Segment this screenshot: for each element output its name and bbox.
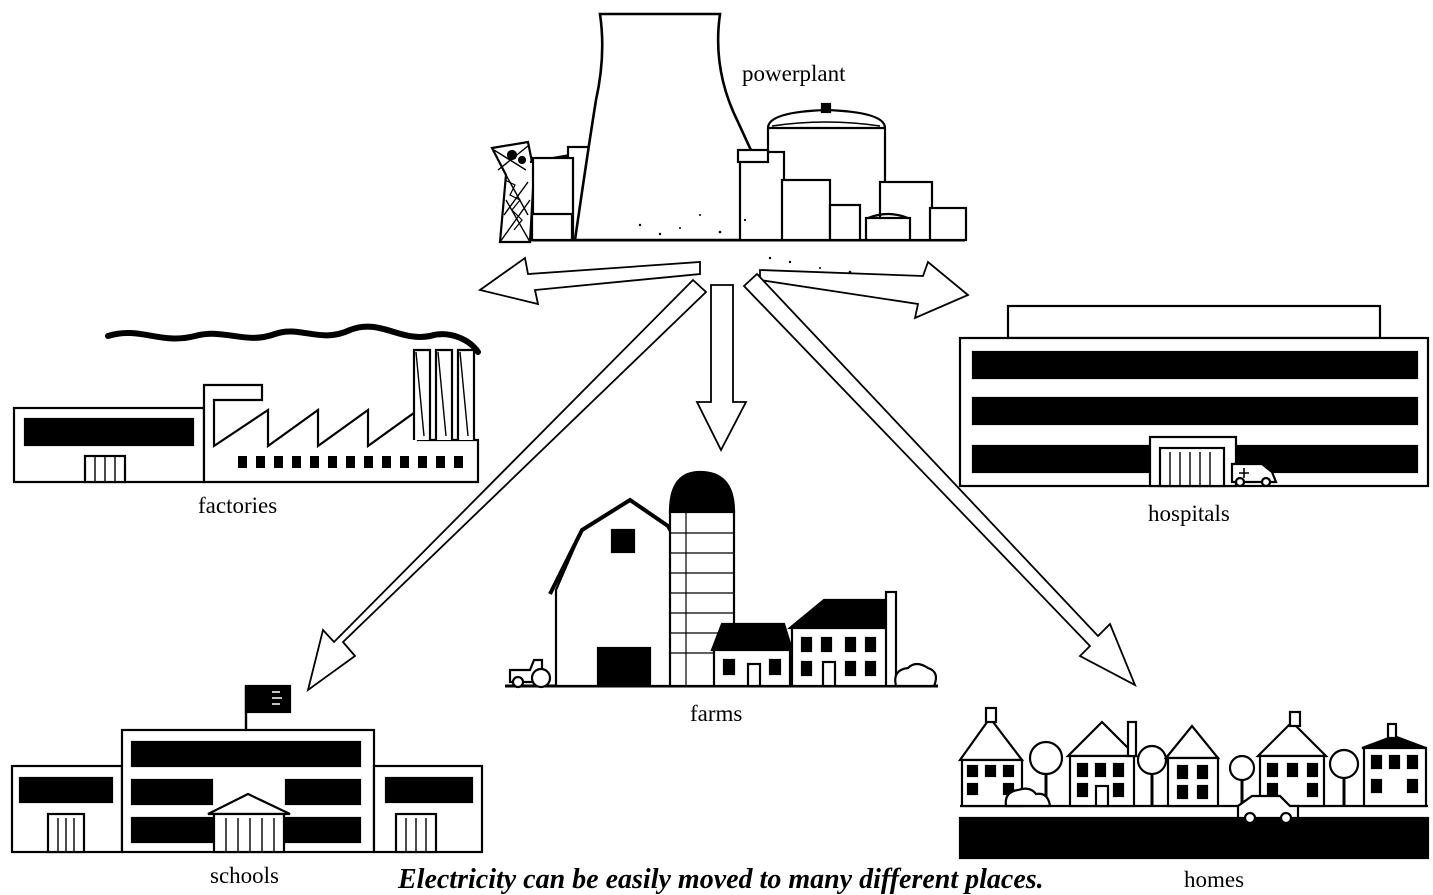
distribution-arrows[interactable] xyxy=(306,256,1137,693)
hospital-illustration xyxy=(958,304,1430,488)
label-schools: schools xyxy=(210,863,279,888)
label-powerplant: powerplant xyxy=(742,61,846,86)
tree-1 xyxy=(1028,740,1064,806)
ambulance xyxy=(1230,462,1278,488)
factory-illustration xyxy=(12,323,481,484)
arrow-to-factories[interactable] xyxy=(477,256,701,306)
label-homes: homes xyxy=(1184,867,1245,892)
car xyxy=(1236,794,1300,825)
label-factories: factories xyxy=(198,493,278,518)
tractor xyxy=(508,658,552,689)
house-4 xyxy=(1255,710,1329,808)
house-3 xyxy=(1163,724,1221,808)
tree-2 xyxy=(1136,744,1168,806)
smokestacks xyxy=(412,348,476,440)
factory-windows xyxy=(238,456,463,468)
hospital-roof-block xyxy=(1006,304,1382,340)
hedges xyxy=(1004,787,1052,808)
house-5 xyxy=(1361,722,1428,808)
label-farms: farms xyxy=(690,701,743,726)
arrow-to-farms[interactable] xyxy=(695,284,748,452)
farm-bush xyxy=(894,662,938,688)
silo xyxy=(668,470,736,688)
tree-3 xyxy=(1228,754,1256,806)
arrow-to-hospitals[interactable] xyxy=(759,260,970,320)
flag xyxy=(244,684,292,714)
auxiliary-building xyxy=(738,150,786,242)
farm-shed xyxy=(710,622,794,688)
arrow-to-schools[interactable] xyxy=(306,278,708,693)
diagram-caption: Electricity can be easily moved to many … xyxy=(398,864,1044,895)
school-illustration xyxy=(10,684,484,854)
tree-4 xyxy=(1328,748,1360,806)
farm-illustration xyxy=(505,470,938,689)
arrow-to-homes[interactable] xyxy=(742,272,1137,687)
house-2 xyxy=(1065,720,1139,808)
farmhouse xyxy=(786,590,898,688)
road xyxy=(958,816,1430,860)
homes-illustration xyxy=(957,706,1430,860)
powerplant-illustration xyxy=(490,12,968,291)
smoke-plume xyxy=(105,323,481,355)
label-hospitals: hospitals xyxy=(1148,501,1230,526)
